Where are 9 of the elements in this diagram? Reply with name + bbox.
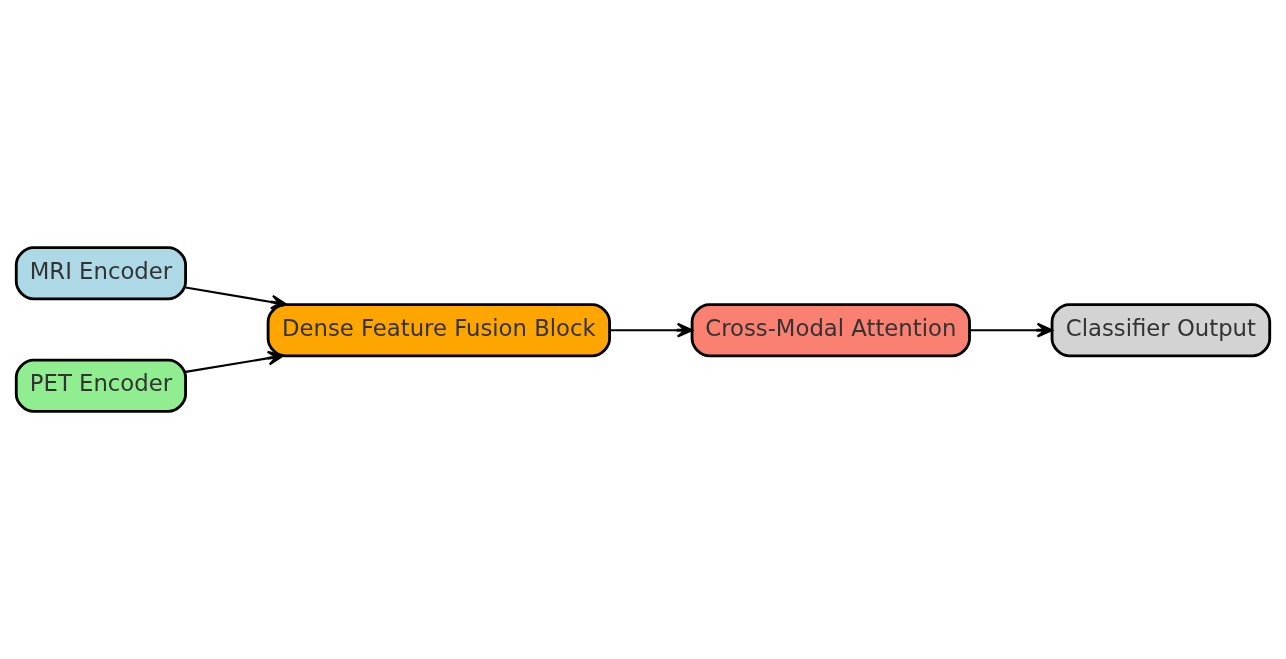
arrow	[609, 322, 693, 338]
arrow	[969, 322, 1053, 338]
node-box: Classifier Output	[1050, 303, 1272, 358]
arrow	[185, 286, 288, 310]
node-box: Dense Feature Fusion Block	[266, 303, 611, 358]
node-box: Cross-Modal Attention	[690, 303, 971, 358]
arrow	[185, 350, 284, 373]
node-box: PET Encoder	[14, 358, 187, 413]
node-box: MRI Encoder	[14, 246, 187, 301]
